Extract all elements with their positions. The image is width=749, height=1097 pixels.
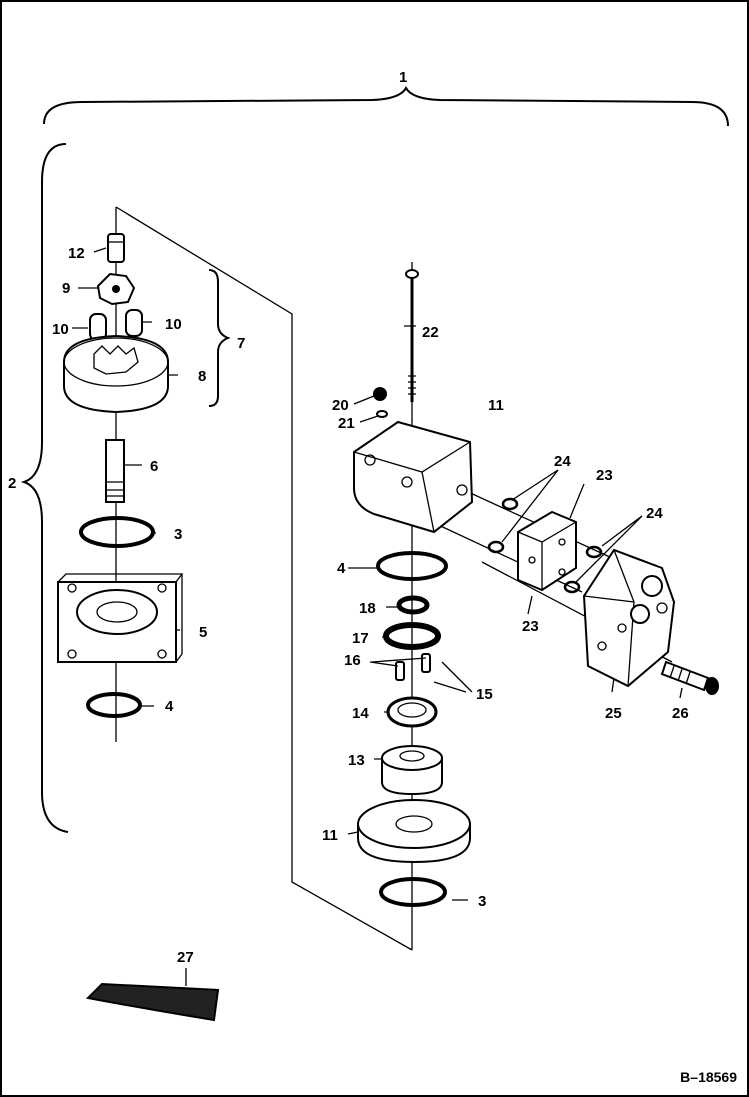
- part-20-cap: [373, 387, 387, 401]
- assembly-brace-left: [20, 143, 69, 833]
- callout-11: 11: [322, 827, 338, 844]
- callout-5: 5: [199, 624, 207, 641]
- part-25-manifold: [582, 548, 676, 688]
- group-brace-7: [208, 269, 231, 407]
- part-14-bearing: [386, 696, 438, 728]
- callout-15: 15: [476, 686, 493, 703]
- callout-16: 16: [344, 652, 361, 669]
- callout-18: 18: [359, 600, 376, 617]
- callout-3-left: 3: [174, 526, 182, 543]
- part-10-rollers: [89, 309, 143, 341]
- callout-20: 20: [332, 397, 349, 414]
- callout-23-top: 23: [596, 467, 613, 484]
- part-21-washer: [376, 410, 388, 418]
- callout-7: 7: [237, 335, 245, 352]
- part-4-oring: [86, 692, 142, 718]
- part-18-seal: [396, 595, 430, 615]
- part-4-oring-right: [376, 551, 448, 581]
- part-19-valve-body: [353, 420, 474, 534]
- callout-25: 25: [605, 705, 622, 722]
- callout-1: 1: [399, 69, 407, 86]
- part-26-capscrew: [660, 660, 719, 695]
- part-22-bolt: [405, 269, 419, 402]
- part-27-decal: [85, 982, 220, 1022]
- callout-22: 22: [422, 324, 439, 341]
- callout-4-right: 4: [337, 560, 346, 577]
- part-11-end-plate: [357, 799, 471, 864]
- part-17-ring: [383, 622, 441, 650]
- callout-3-bottom: 3: [478, 893, 486, 910]
- callout-4: 4: [165, 698, 174, 715]
- callout-13: 13: [348, 752, 365, 769]
- part-24-orings: [487, 497, 603, 594]
- part-9-star-rotor: [96, 272, 136, 306]
- callout-17: 17: [352, 630, 369, 647]
- part-3-oring-bottom: [379, 877, 447, 907]
- callout-12: 12: [68, 245, 85, 262]
- part-23-spacer-block: [517, 510, 577, 592]
- callout-24-left: 24: [554, 453, 571, 470]
- part-3-oring-left: [79, 516, 155, 548]
- part-8-stator: [63, 334, 169, 414]
- callout-9: 9: [62, 280, 70, 297]
- callout-21: 21: [338, 415, 355, 432]
- callout-8: 8: [198, 368, 206, 385]
- callout-23-bottom: 23: [522, 618, 539, 635]
- figure-reference-number: B–18569: [680, 1069, 737, 1085]
- assembly-brace-top: [43, 85, 729, 127]
- callout-11-upper: 11: [488, 397, 504, 414]
- callout-leaders: [72, 247, 683, 986]
- callout-27: 27: [177, 949, 194, 966]
- callout-24-right: 24: [646, 505, 663, 522]
- callout-6: 6: [150, 458, 158, 475]
- part-13-valve-sleeve: [381, 745, 443, 796]
- callout-26: 26: [672, 705, 689, 722]
- part-5-housing: [57, 573, 184, 663]
- part-12-pin: [107, 233, 125, 263]
- callout-14: 14: [352, 705, 369, 722]
- callout-10-left: 10: [52, 321, 69, 338]
- callout-10-right: 10: [165, 316, 182, 333]
- part-6-shaft: [105, 439, 125, 503]
- callout-2: 2: [8, 475, 16, 492]
